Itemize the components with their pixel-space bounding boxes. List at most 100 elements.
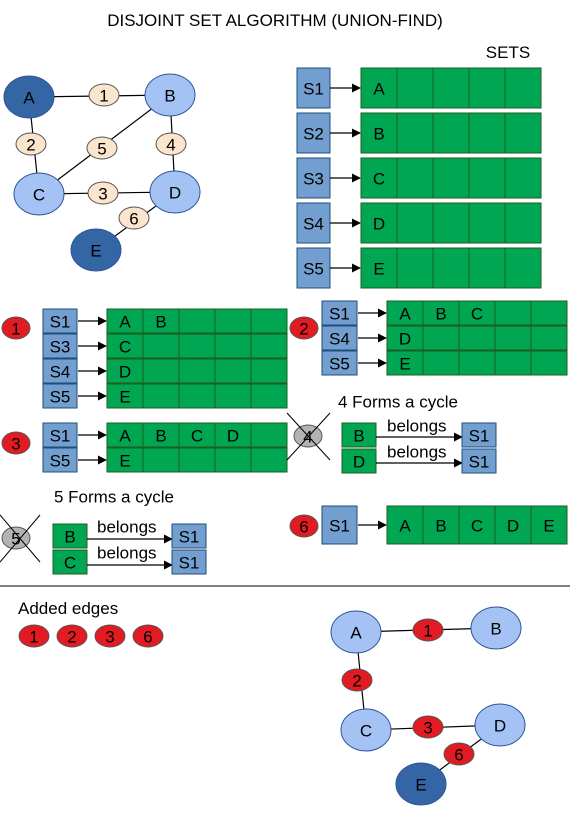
- cycle-4-caption: 4 Forms a cycle: [338, 393, 458, 412]
- step1-row-cell: [106, 358, 144, 384]
- step1-row-cell: [178, 333, 216, 359]
- initial-row-cell: [432, 67, 470, 109]
- initial-row-cell: [432, 247, 470, 289]
- initial-row-member-c: C: [373, 170, 385, 189]
- cycle-4-relation: belongs: [387, 443, 447, 462]
- graph-node-d: [149, 170, 201, 214]
- initial-row-cell: [504, 202, 542, 244]
- initial-row-cell: [504, 67, 542, 109]
- step1-set-s3: [42, 333, 78, 359]
- step2-row-cell: [494, 350, 532, 376]
- step1-row-cell: [142, 308, 180, 334]
- graph-node-c: [13, 172, 65, 216]
- step3-row-member-e: E: [119, 452, 130, 471]
- step-6-set-s1-label: S1: [329, 517, 350, 536]
- tree-edge-weight-1: [412, 618, 444, 642]
- cycle-4-node-b-label: B: [353, 427, 364, 446]
- step1-row-cell: [106, 308, 144, 334]
- initial-set-s1-label: S1: [303, 80, 324, 99]
- graph-edge-weight-1: [88, 83, 120, 107]
- cycle-4-set-s1-label: S1: [469, 427, 490, 446]
- initial-row-cell: [360, 157, 398, 199]
- step3-set-s1: [42, 422, 78, 448]
- initial-row-cell: [432, 157, 470, 199]
- step3-row-cell: [214, 447, 252, 473]
- added-edge-badge-2: [56, 624, 88, 648]
- step1-row-cell: [214, 358, 252, 384]
- step3-set-s5: [42, 447, 78, 473]
- step3-row-cell: [214, 422, 252, 448]
- tree-node-c: [340, 708, 392, 752]
- step2-row-cell: [386, 325, 424, 351]
- cycle-4-set-s1: [461, 448, 497, 474]
- step-3-badge: [1, 431, 31, 455]
- step-1-badge-label: 1: [11, 320, 20, 339]
- step1-row-cell: [178, 383, 216, 409]
- added-edge-badge-6: [132, 624, 164, 648]
- step6-row-cell: [530, 505, 568, 545]
- tree-node-b: [470, 606, 522, 650]
- initial-row-member-e: E: [373, 260, 384, 279]
- initial-set-s5: [296, 247, 331, 289]
- step3-set-s1-label: S1: [50, 427, 71, 446]
- tree-edge-weight-2-label: 2: [352, 672, 361, 691]
- graph-node-b-label: B: [164, 87, 175, 106]
- graph-edge-weight-5-label: 5: [97, 140, 106, 159]
- initial-row-cell: [468, 157, 506, 199]
- step1-set-s4-label: S4: [50, 363, 71, 382]
- step2-row-cell: [386, 300, 424, 326]
- step6-row-cell: [458, 505, 496, 545]
- step1-row-cell: [142, 333, 180, 359]
- step3-row-cell: [178, 422, 216, 448]
- tree-node-d: [474, 703, 526, 747]
- graph-edge-weight-3: [87, 181, 119, 205]
- tree-edge-weight-6: [443, 742, 475, 766]
- initial-row-cell: [396, 247, 434, 289]
- step2-set-s4: [321, 325, 358, 351]
- graph-edge-weight-4: [155, 132, 187, 156]
- step1-row-member-a: A: [119, 313, 131, 332]
- graph-edge-weight-6: [118, 206, 150, 230]
- step-1-badge: [1, 316, 31, 340]
- cycle-4-relation: belongs: [387, 417, 447, 436]
- tree-node-e-label: E: [415, 776, 426, 795]
- step1-set-s3-label: S3: [50, 338, 71, 357]
- step3-row-cell: [250, 447, 288, 473]
- cycle-5-relation: belongs: [97, 544, 157, 563]
- initial-row-cell: [360, 247, 398, 289]
- step1-set-s5: [42, 383, 78, 409]
- step1-row-member-e: E: [119, 388, 130, 407]
- step3-row-cell: [106, 447, 144, 473]
- initial-row-cell: [504, 247, 542, 289]
- graph-node-e-label: E: [90, 242, 101, 261]
- added-edge-badge-6-label: 6: [143, 628, 152, 647]
- tree-node-d-label: D: [494, 717, 506, 736]
- cycle-5-set-s1-label: S1: [179, 528, 200, 547]
- step1-row-cell: [178, 358, 216, 384]
- graph-edge-weight-5: [86, 136, 118, 160]
- step2-row-member-a: A: [399, 305, 411, 324]
- tree-edge-weight-2: [341, 668, 373, 692]
- step2-set-s5-label: S5: [329, 355, 350, 374]
- cycle-4-node-b: [341, 422, 377, 448]
- step2-row-member-b: B: [435, 305, 446, 324]
- initial-row-member-d: D: [373, 215, 385, 234]
- step6-row-member-b: B: [435, 517, 446, 536]
- cycle-5-caption: 5 Forms a cycle: [54, 488, 174, 507]
- cycle-5-node-b: [52, 523, 88, 549]
- cycle-5-badge-label: 5: [11, 530, 20, 549]
- cycle-5-cross-line: [0, 514, 41, 563]
- step1-row-cell: [106, 333, 144, 359]
- step2-row-cell: [494, 300, 532, 326]
- step3-row-cell: [178, 447, 216, 473]
- initial-row-member-a: A: [373, 80, 385, 99]
- initial-row-cell: [504, 157, 542, 199]
- graph-edge-weight-3-label: 3: [98, 185, 107, 204]
